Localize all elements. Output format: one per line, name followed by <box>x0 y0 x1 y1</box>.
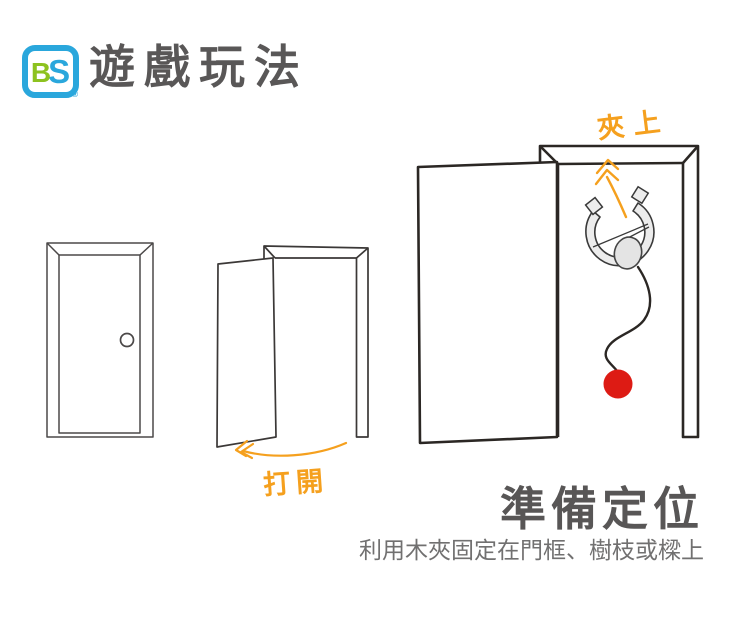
frame-inner-top <box>557 161 684 166</box>
toy-string <box>604 265 652 373</box>
caption-description: 利用木夾固定在門框、樹枝或樑上 <box>359 537 704 563</box>
swing-arrow-head <box>234 439 249 458</box>
swung-open-panel <box>216 257 277 448</box>
door-knob <box>119 332 135 348</box>
logo-letter-s: S <box>48 53 71 90</box>
target-door <box>416 144 700 445</box>
clip-spring-wire <box>592 223 649 248</box>
closed-door <box>46 242 154 438</box>
opened-door <box>216 245 369 448</box>
door-frame <box>538 144 700 439</box>
frame-corner-line <box>682 145 699 164</box>
registered-trademark: ® <box>72 90 78 99</box>
clip-toy <box>584 185 655 399</box>
door-frame <box>263 245 369 438</box>
door-panel <box>58 254 141 434</box>
caption-heading: 準備定位 <box>500 483 704 535</box>
clip-body <box>613 236 643 270</box>
page-title: 遊戲玩法 <box>89 41 309 93</box>
swung-open-panel <box>416 160 559 445</box>
up-arrow-curve <box>605 175 628 219</box>
frame-corner-line <box>46 242 60 256</box>
frame-corner-line <box>263 245 276 259</box>
door-frame-outer <box>46 242 154 438</box>
open-swing-arrow <box>234 439 348 460</box>
up-arrow-head <box>595 158 620 175</box>
swing-arrow-curve <box>241 441 348 457</box>
logo-letter-b: B <box>30 56 51 88</box>
bs-logo: B S ® <box>22 45 79 99</box>
frame-corner-line <box>355 247 369 259</box>
up-arrow-head <box>594 168 620 186</box>
open-door-label: 打開 <box>262 465 331 501</box>
frame-corner-line <box>139 242 154 256</box>
red-ball <box>603 369 633 399</box>
clip-handle-right <box>630 185 650 205</box>
clip-up-arrow <box>594 158 628 219</box>
clip-handle-left <box>584 196 604 216</box>
